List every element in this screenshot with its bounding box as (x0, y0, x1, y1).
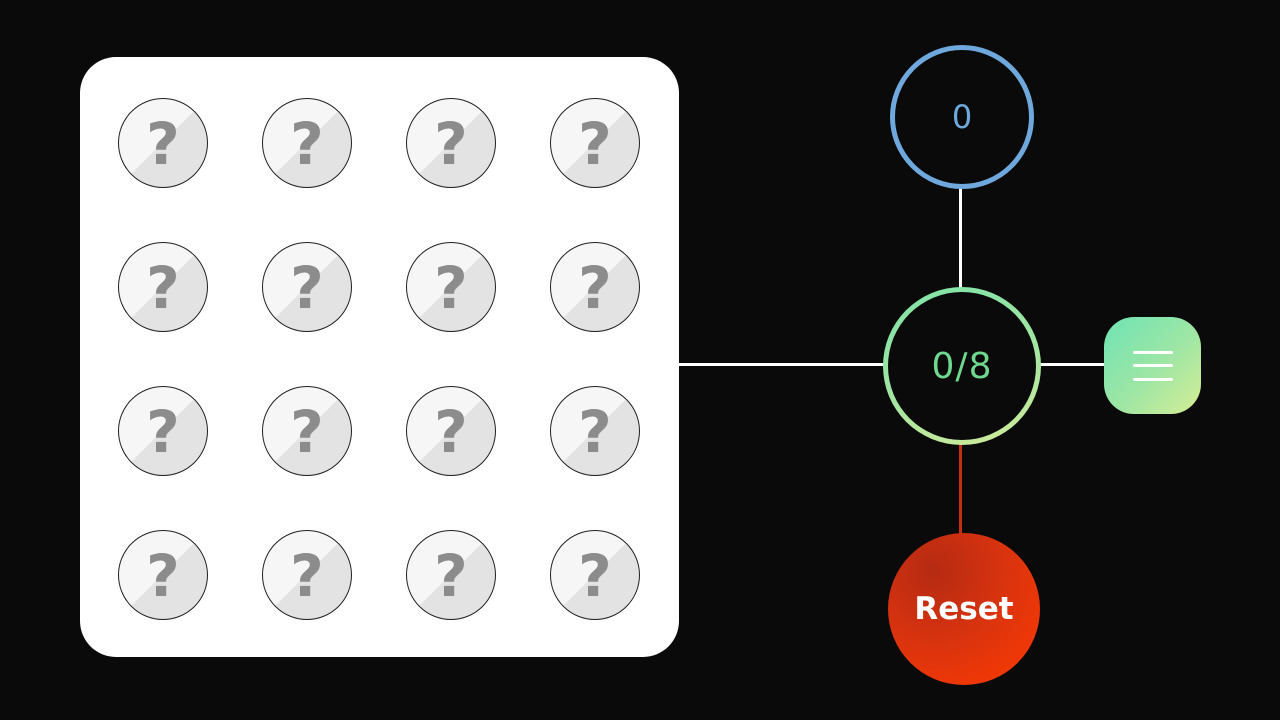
question-mark-icon: ? (146, 398, 180, 466)
matches-progress-text: 0/8 (931, 345, 993, 387)
connector-progress-to-reset (959, 444, 962, 536)
memory-card[interactable]: ? (118, 242, 208, 332)
matches-progress-inner: 0/8 (888, 292, 1036, 440)
question-mark-icon: ? (290, 542, 324, 610)
memory-card[interactable]: ? (118, 386, 208, 476)
matches-progress: 0/8 (883, 287, 1041, 445)
question-mark-icon: ? (434, 542, 468, 610)
question-mark-icon: ? (578, 542, 612, 610)
memory-card[interactable]: ? (118, 98, 208, 188)
question-mark-icon: ? (146, 542, 180, 610)
memory-card[interactable]: ? (406, 242, 496, 332)
question-mark-icon: ? (578, 110, 612, 178)
question-mark-icon: ? (146, 110, 180, 178)
menu-button[interactable] (1104, 317, 1201, 414)
memory-card[interactable]: ? (406, 98, 496, 188)
connector-score-to-progress (959, 188, 962, 288)
memory-card[interactable]: ? (262, 386, 352, 476)
question-mark-icon: ? (146, 254, 180, 322)
card-board: ? ? ? ? ? ? ? ? ? ? ? ? ? ? ? ? (80, 57, 679, 657)
question-mark-icon: ? (434, 110, 468, 178)
question-mark-icon: ? (434, 398, 468, 466)
memory-card[interactable]: ? (262, 98, 352, 188)
memory-card[interactable]: ? (406, 386, 496, 476)
score-value: 0 (951, 98, 973, 136)
memory-card[interactable]: ? (550, 98, 640, 188)
memory-card[interactable]: ? (550, 386, 640, 476)
hamburger-menu-icon (1132, 350, 1173, 381)
memory-card[interactable]: ? (550, 530, 640, 620)
question-mark-icon: ? (290, 398, 324, 466)
question-mark-icon: ? (578, 254, 612, 322)
score-display: 0 (890, 45, 1034, 189)
connector-progress-to-menu (1040, 363, 1106, 366)
question-mark-icon: ? (434, 254, 468, 322)
memory-card[interactable]: ? (118, 530, 208, 620)
reset-button-label: Reset (914, 591, 1014, 627)
reset-button[interactable]: Reset (888, 533, 1040, 685)
connector-board-to-progress (679, 363, 885, 366)
memory-card[interactable]: ? (406, 530, 496, 620)
question-mark-icon: ? (290, 110, 324, 178)
question-mark-icon: ? (578, 398, 612, 466)
memory-card[interactable]: ? (262, 242, 352, 332)
question-mark-icon: ? (290, 254, 324, 322)
memory-card[interactable]: ? (550, 242, 640, 332)
memory-card[interactable]: ? (262, 530, 352, 620)
